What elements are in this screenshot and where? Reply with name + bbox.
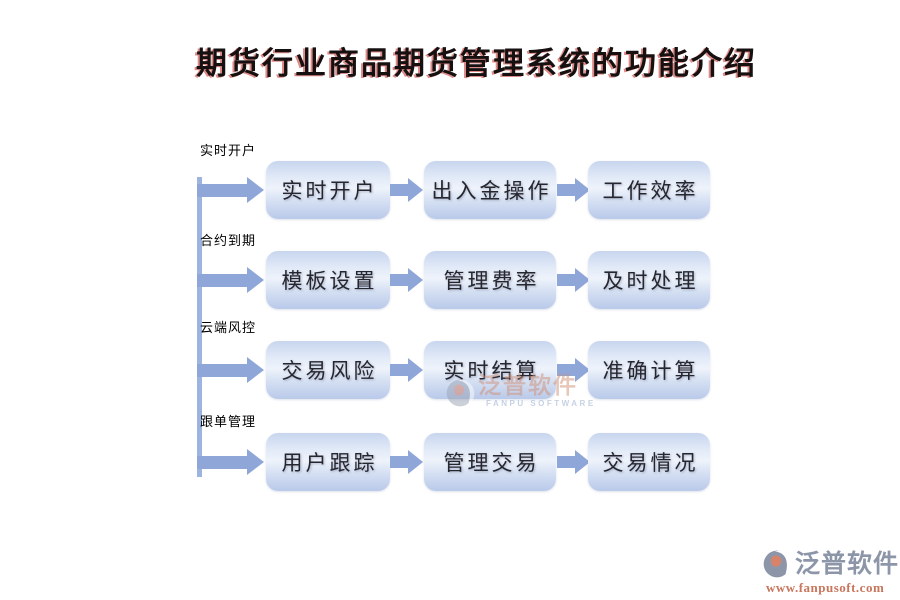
flow-step-label: 交易风险 [281, 359, 378, 383]
branch-label-3: 云端风控 [200, 320, 257, 335]
flow-step-box: 管理费率 [424, 251, 556, 309]
branch-label-2: 合约到期 [200, 233, 257, 248]
flow-step-box: 管理交易 [424, 433, 556, 491]
arrow-shaft [390, 274, 408, 286]
flow-step-box: 准确计算 [588, 341, 710, 399]
flow-step-box: 及时处理 [588, 251, 710, 309]
arrow-head-icon [408, 178, 423, 202]
step-arrow-icon [390, 450, 423, 474]
arrow-head-icon [575, 450, 590, 474]
arrow-head-icon [575, 178, 590, 202]
flow-step-label: 工作效率 [602, 179, 699, 203]
arrow-head-icon [408, 450, 423, 474]
footer-brand-text: 泛普软件 [795, 550, 900, 578]
arrow-shaft [197, 455, 247, 469]
page-title: 期货行业商品期货管理系统的功能介绍 [196, 46, 757, 81]
footer-logo: 泛普软件 www.fanpusoft.com [762, 549, 898, 596]
fanpu-logo-icon [763, 550, 792, 578]
step-arrow-icon [557, 358, 590, 382]
arrow-shaft [197, 183, 247, 197]
arrow-head-icon [247, 357, 264, 383]
arrow-shaft [390, 456, 408, 468]
step-arrow-icon [557, 268, 590, 292]
flow-step-box: 工作效率 [588, 161, 710, 219]
arrow-shaft [390, 364, 408, 376]
arrow-shaft [197, 363, 247, 377]
flow-step-box: 用户跟踪 [266, 433, 390, 491]
arrow-shaft [557, 274, 575, 286]
branch-label-4: 跟单管理 [200, 414, 257, 429]
arrow-head-icon [575, 268, 590, 292]
arrow-shaft [557, 364, 575, 376]
flow-step-label: 准确计算 [602, 359, 699, 383]
flow-step-box: 出入金操作 [424, 161, 556, 219]
branch-arrow-2 [197, 267, 264, 293]
flow-step-label: 用户跟踪 [281, 451, 378, 475]
flow-step-box: 实时开户 [266, 161, 390, 219]
arrow-head-icon [575, 358, 590, 382]
branch-arrow-4 [197, 449, 264, 475]
arrow-shaft [557, 456, 575, 468]
flow-step-label: 实时结算 [443, 359, 540, 383]
flow-step-label: 出入金操作 [431, 179, 552, 203]
footer-website-text: www.fanpusoft.com [766, 580, 885, 595]
flow-step-label: 管理交易 [443, 451, 540, 475]
step-arrow-icon [390, 268, 423, 292]
step-arrow-icon [390, 178, 423, 202]
footer-logo-row: 泛普软件 [762, 549, 898, 579]
watermark-brand-en-text: FANPU SOFTWARE [486, 399, 596, 408]
arrow-shaft [557, 184, 575, 196]
branch-arrow-3 [197, 357, 264, 383]
flow-step-box: 实时结算 [424, 341, 556, 399]
flow-step-label: 模板设置 [281, 269, 378, 293]
step-arrow-icon [557, 450, 590, 474]
flow-step-label: 交易情况 [602, 451, 699, 475]
arrow-shaft [390, 184, 408, 196]
flow-step-label: 实时开户 [281, 179, 378, 203]
flow-step-label: 及时处理 [602, 269, 699, 293]
branch-arrow-1 [197, 177, 264, 203]
step-arrow-icon [557, 178, 590, 202]
flow-step-box: 交易情况 [588, 433, 710, 491]
branch-label-1: 实时开户 [200, 143, 257, 158]
step-arrow-icon [390, 358, 423, 382]
arrow-shaft [197, 273, 247, 287]
flow-step-box: 模板设置 [266, 251, 390, 309]
branch-trunk-line [197, 177, 202, 477]
arrow-head-icon [408, 358, 423, 382]
arrow-head-icon [247, 267, 264, 293]
arrow-head-icon [247, 177, 264, 203]
flow-step-box: 交易风险 [266, 341, 390, 399]
arrow-head-icon [408, 268, 423, 292]
arrow-head-icon [247, 449, 264, 475]
flow-step-label: 管理费率 [443, 269, 540, 293]
